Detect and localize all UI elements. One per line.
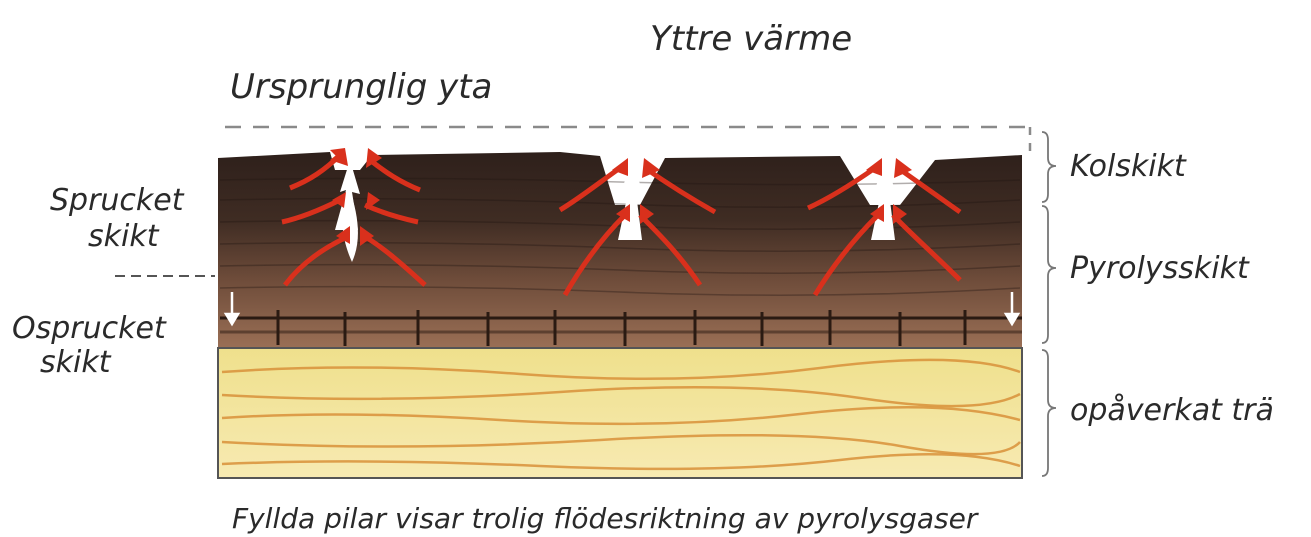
right-braces xyxy=(1042,132,1056,476)
label-cracked-layer-2: skikt xyxy=(88,219,160,254)
label-pyrolysis-layer: Pyrolysskikt xyxy=(1070,251,1250,286)
label-char-layer: Kolskikt xyxy=(1070,149,1187,184)
label-cracked-layer-1: Sprucket xyxy=(50,183,185,218)
label-unaffected-wood: opåverkat trä xyxy=(1070,393,1274,428)
label-original-surface: Ursprunglig yta xyxy=(230,67,492,107)
label-uncracked-layer-1: Osprucket xyxy=(12,311,167,346)
label-external-heat: Yttre värme xyxy=(650,19,852,59)
caption: Fyllda pilar visar trolig flödesriktning… xyxy=(232,502,979,535)
label-uncracked-layer-2: skikt xyxy=(40,345,112,380)
